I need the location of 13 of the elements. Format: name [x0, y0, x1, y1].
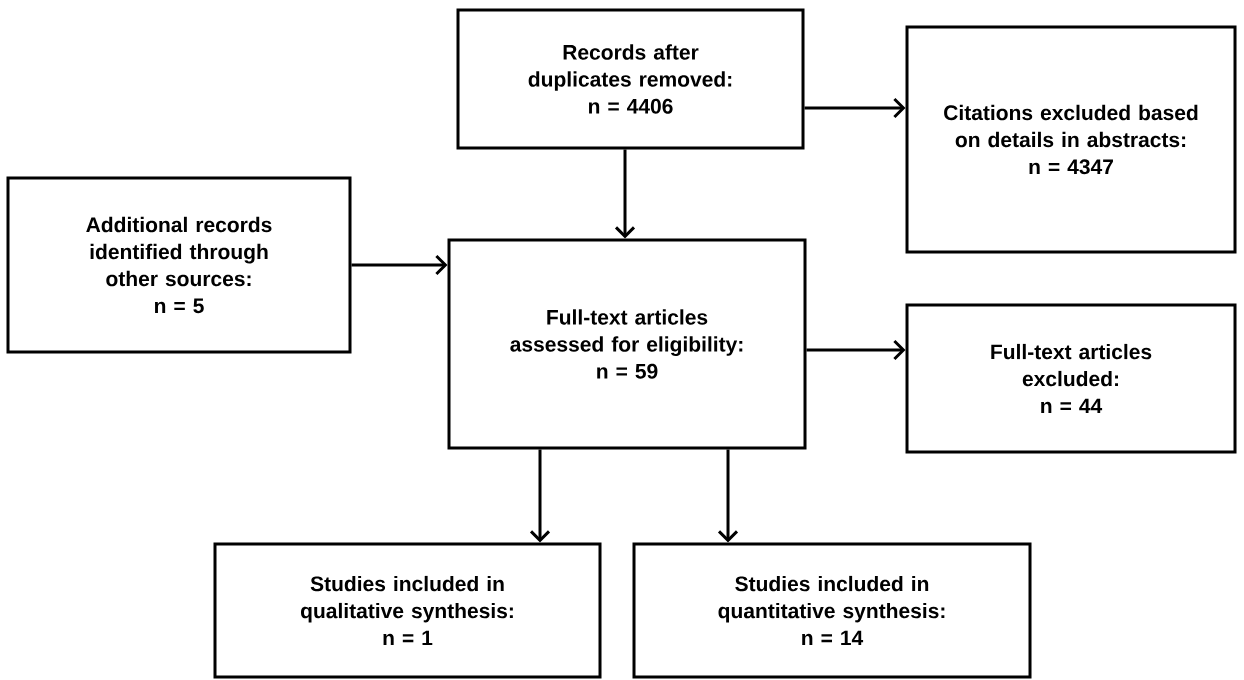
arrow — [351, 254, 448, 276]
process-box: Full-text articles excluded: n = 44 — [905, 303, 1237, 454]
process-box: Full-text articles assessed for eligibility: n = 59 — [447, 238, 807, 450]
process-box: Records after duplicates removed: n = 4406 — [456, 8, 805, 150]
process-box: Additional records identified through other sources: n = 5 — [6, 176, 352, 354]
process-box: Studies included in quantitative synthesis: n = 14 — [632, 542, 1032, 679]
process-box: Citations excluded based on details in abstracts: n = 4347 — [905, 25, 1237, 254]
arrow — [804, 97, 906, 119]
arrow — [717, 449, 739, 543]
process-box: Studies included in qualitative synthesis: n = 1 — [213, 542, 602, 679]
arrow — [806, 339, 906, 361]
arrow — [614, 149, 636, 239]
arrow — [529, 449, 551, 543]
